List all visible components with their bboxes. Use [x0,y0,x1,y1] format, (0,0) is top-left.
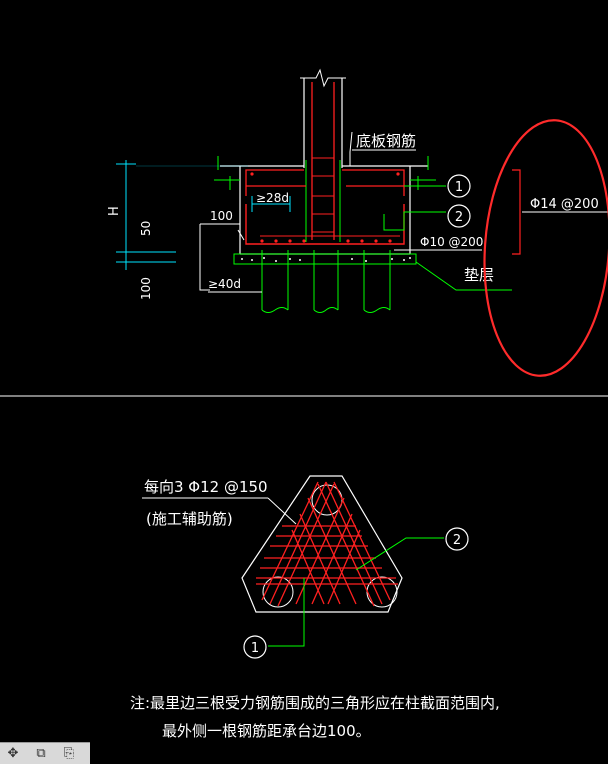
note-line-1: 注:最里边三根受力钢筋围成的三角形应在柱截面范围内, [130,694,500,712]
cap-outline [241,475,403,613]
piles [261,250,391,313]
column-ties [312,157,334,233]
label-phi14: Φ14 @200 [530,197,599,212]
triangular-cap-plan: 每向3 Φ12 @150 (施工辅助筋) 2 1 注:最里边三根受力钢筋围成的三… [130,475,500,740]
leader-cushion [415,261,512,291]
callout-2-circle [447,204,471,228]
bottom-rebar-dots [260,239,392,243]
top-rebar-right [342,169,405,196]
label-bottom-rebar: 底板钢筋 [356,132,416,150]
footing-elevation: 底板钢筋 ≥28d 100 ≥40d H 50 100 1 2 [107,68,608,377]
cushion-outline [233,253,417,265]
highlight-ellipse [483,119,608,377]
label-cushion: 垫层 [464,266,494,284]
dim-H: H [107,206,122,216]
cap-top-ticks [214,156,436,190]
label-aux-rebar: (施工辅助筋) [146,510,233,528]
move-icon[interactable]: ✥ [7,746,19,761]
callout-2-leader [383,211,446,231]
cushion-hatch [241,257,411,262]
callout-2b-circle [445,527,469,551]
dim-50: 50 [139,221,153,236]
leader-each-direction [267,497,297,525]
label-phi10: Φ10 @200 [420,235,483,249]
label-each-direction: 每向3 Φ12 @150 [144,478,268,496]
callout-1b-leader [268,578,305,647]
callout-2-text: 2 [455,210,463,225]
top-rebar-dots [250,172,400,176]
callout-1-circle [447,174,471,198]
copy-icon[interactable]: ⧉ [36,746,46,761]
cap-rebar-mesh [256,481,398,607]
leader-bottom-rebar [349,131,353,166]
dim-tick-40d [237,229,245,241]
note-line-2: 最外侧一根钢筋距承台边100。 [162,722,371,740]
callout-1b-text: 1 [251,641,259,656]
paste-icon[interactable]: ⎘ [63,746,75,761]
column-break-line [300,68,346,88]
leader-40d [199,224,210,291]
bottom-rebar [245,204,405,245]
dim-100: 100 [139,277,153,300]
bottom-toolbar: ✥ ⧉ ⎘ [0,742,90,764]
callout-1b-circle [243,635,267,659]
pile-left [262,576,294,608]
callout-1-text: 1 [455,180,463,195]
bracket-phi14 [512,169,521,255]
callout-2b-text: 2 [453,533,461,548]
label-100-top: 100 [210,209,233,223]
top-rebar-left [245,169,304,196]
callout-2b-leader [355,537,444,571]
label-40d: ≥40d [208,277,241,291]
label-28d: ≥28d [256,191,289,205]
